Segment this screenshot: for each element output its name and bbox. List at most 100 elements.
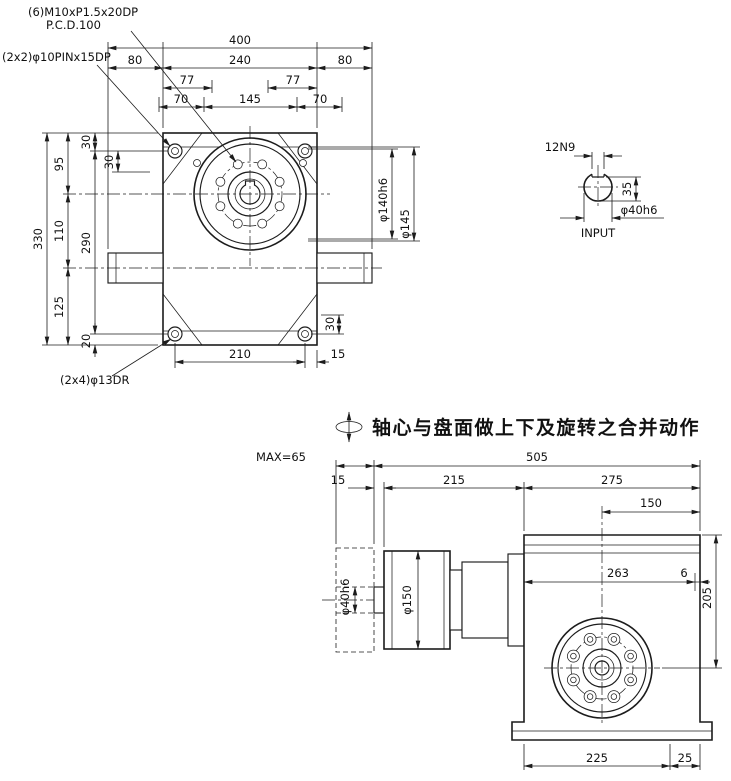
dim-label: 240 — [229, 53, 251, 67]
front-left-extension-lines — [42, 132, 168, 346]
reducer-steps — [391, 551, 445, 649]
dim-label: 30 — [79, 135, 93, 150]
dim-label: 290 — [79, 232, 93, 254]
side-flange-bolts — [567, 633, 637, 703]
callout-text: (2x4)φ13DR — [60, 373, 129, 387]
dim-label: 330 — [31, 228, 45, 250]
dim-inner-gap: 6 — [680, 566, 710, 585]
dim-label: 275 — [601, 473, 623, 487]
dim-body-depth: 275 — [523, 473, 701, 491]
dim-label: 110 — [52, 220, 66, 242]
dim-label: 35 — [620, 182, 634, 197]
dim-input-dia: φ40h6 — [338, 579, 358, 616]
dim-label: 70 — [313, 92, 328, 106]
bell-housing — [461, 561, 509, 639]
dim-label: 25 — [678, 751, 693, 765]
dim-label: 30 — [102, 155, 116, 170]
dim-label: 12N9 — [545, 140, 576, 154]
input-shaft-detail: 12N9 35 φ40h6 INPUT — [545, 140, 664, 240]
dim-boss-diameter: φ145 — [398, 146, 417, 242]
dim-label: φ150 — [400, 585, 414, 615]
dim-bottom-span: 210 — [174, 347, 306, 365]
input-extension-lines — [583, 152, 641, 222]
reducer-housing — [383, 550, 451, 650]
callout-text: P.C.D.100 — [46, 18, 101, 32]
dim-corner-offset: 30 — [323, 314, 342, 335]
callout-bolts: (6)M10xP1.5x20DP P.C.D.100 — [28, 5, 237, 163]
dim-label: 15 — [331, 473, 346, 487]
callout-text: (6)M10xP1.5x20DP — [28, 5, 138, 19]
callout-pins: (2x2)φ10PINx15DP — [2, 50, 171, 147]
dim-input-shaft-dia: φ40h6 — [560, 203, 664, 221]
input-centerlines — [578, 165, 618, 209]
dim-label: φ140h6 — [376, 178, 390, 222]
front-right-extension-lines — [308, 146, 420, 242]
corner-holes — [167, 143, 313, 342]
motion-note-text: 轴心与盘面做上下及旋转之合并动作 — [372, 416, 700, 439]
dim-label: 77 — [286, 73, 301, 87]
side-body-internal-lines — [512, 544, 712, 732]
callout-drills: (2x4)φ13DR — [60, 338, 172, 387]
dim-bolt-positions: 70 145 70 — [158, 92, 343, 110]
side-extension-lines — [335, 460, 722, 770]
dim-width-segments: 80 240 80 — [107, 53, 373, 71]
dim-label: 6 — [680, 566, 687, 580]
dim-label: 205 — [700, 587, 714, 609]
dim-label: 95 — [52, 157, 66, 172]
dim-hole-rows: 30 290 20 — [79, 132, 98, 357]
dim-total-length: 505 — [373, 450, 701, 469]
dim-label: 225 — [586, 751, 608, 765]
dim-pin-offset: 30 — [102, 150, 121, 173]
dim-keyway-width: 12N9 — [545, 140, 622, 159]
dim-total-width: 400 — [107, 33, 373, 51]
dim-label: 215 — [443, 473, 465, 487]
side-view — [322, 506, 713, 741]
dim-label: MAX=65 — [256, 450, 306, 464]
dim-shaft-length: 15 — [331, 473, 396, 491]
callout-text: (2x2)φ10PINx15DP — [2, 50, 111, 64]
dim-label: 30 — [323, 317, 337, 332]
dim-base-edge: 25 — [669, 751, 701, 769]
dim-label: 70 — [174, 92, 189, 106]
dim-label: 150 — [640, 496, 662, 510]
dim-label: 125 — [52, 296, 66, 318]
side-dimensions: MAX=65 505 15 215 275 150 φ40h6 — [256, 450, 722, 770]
front-view — [63, 126, 382, 346]
dim-housing-length: 215 — [383, 473, 525, 491]
dim-label: 263 — [607, 566, 629, 580]
dim-label: 145 — [239, 92, 261, 106]
input-view-title: INPUT — [581, 226, 616, 240]
dim-label: 20 — [79, 334, 93, 349]
dim-height-segments: 95 110 125 — [52, 132, 71, 346]
dim-label: 80 — [338, 53, 353, 67]
dim-max-insert: MAX=65 — [256, 450, 375, 469]
dim-key-depth: 35 — [620, 176, 639, 202]
dim-center-offset: 150 — [601, 496, 701, 515]
dim-total-height: 330 — [31, 132, 50, 346]
dim-bottom-edge: 15 — [293, 347, 346, 365]
housing-neck — [449, 569, 463, 631]
dim-top-to-center: 205 — [700, 534, 719, 669]
motion-note: 轴心与盘面做上下及旋转之合并动作 — [335, 411, 700, 443]
dim-label: 80 — [128, 53, 143, 67]
dim-label: 15 — [331, 347, 346, 361]
dim-inner-span: 263 — [523, 566, 696, 585]
dim-base-span: 225 — [523, 751, 671, 769]
dim-pilot-diameter: φ140h6 — [376, 148, 395, 240]
front-bottom-extension-lines — [174, 314, 344, 368]
input-shaft-stub — [373, 586, 385, 614]
dim-label: φ145 — [398, 209, 412, 239]
dim-housing-dia: φ150 — [400, 550, 421, 650]
front-dimensions: 400 80 240 80 77 77 70 145 70 330 — [2, 5, 420, 387]
rotation-icon — [335, 421, 363, 433]
dim-pin-positions: 77 77 — [162, 73, 318, 91]
dim-label: 505 — [526, 450, 548, 464]
adapter-flange — [507, 553, 525, 647]
dim-label: 210 — [229, 347, 251, 361]
front-corner-chamfers — [162, 132, 318, 346]
dim-label: φ40h6 — [338, 579, 352, 616]
dim-label: 400 — [229, 33, 251, 47]
dim-label: φ40h6 — [621, 203, 658, 217]
